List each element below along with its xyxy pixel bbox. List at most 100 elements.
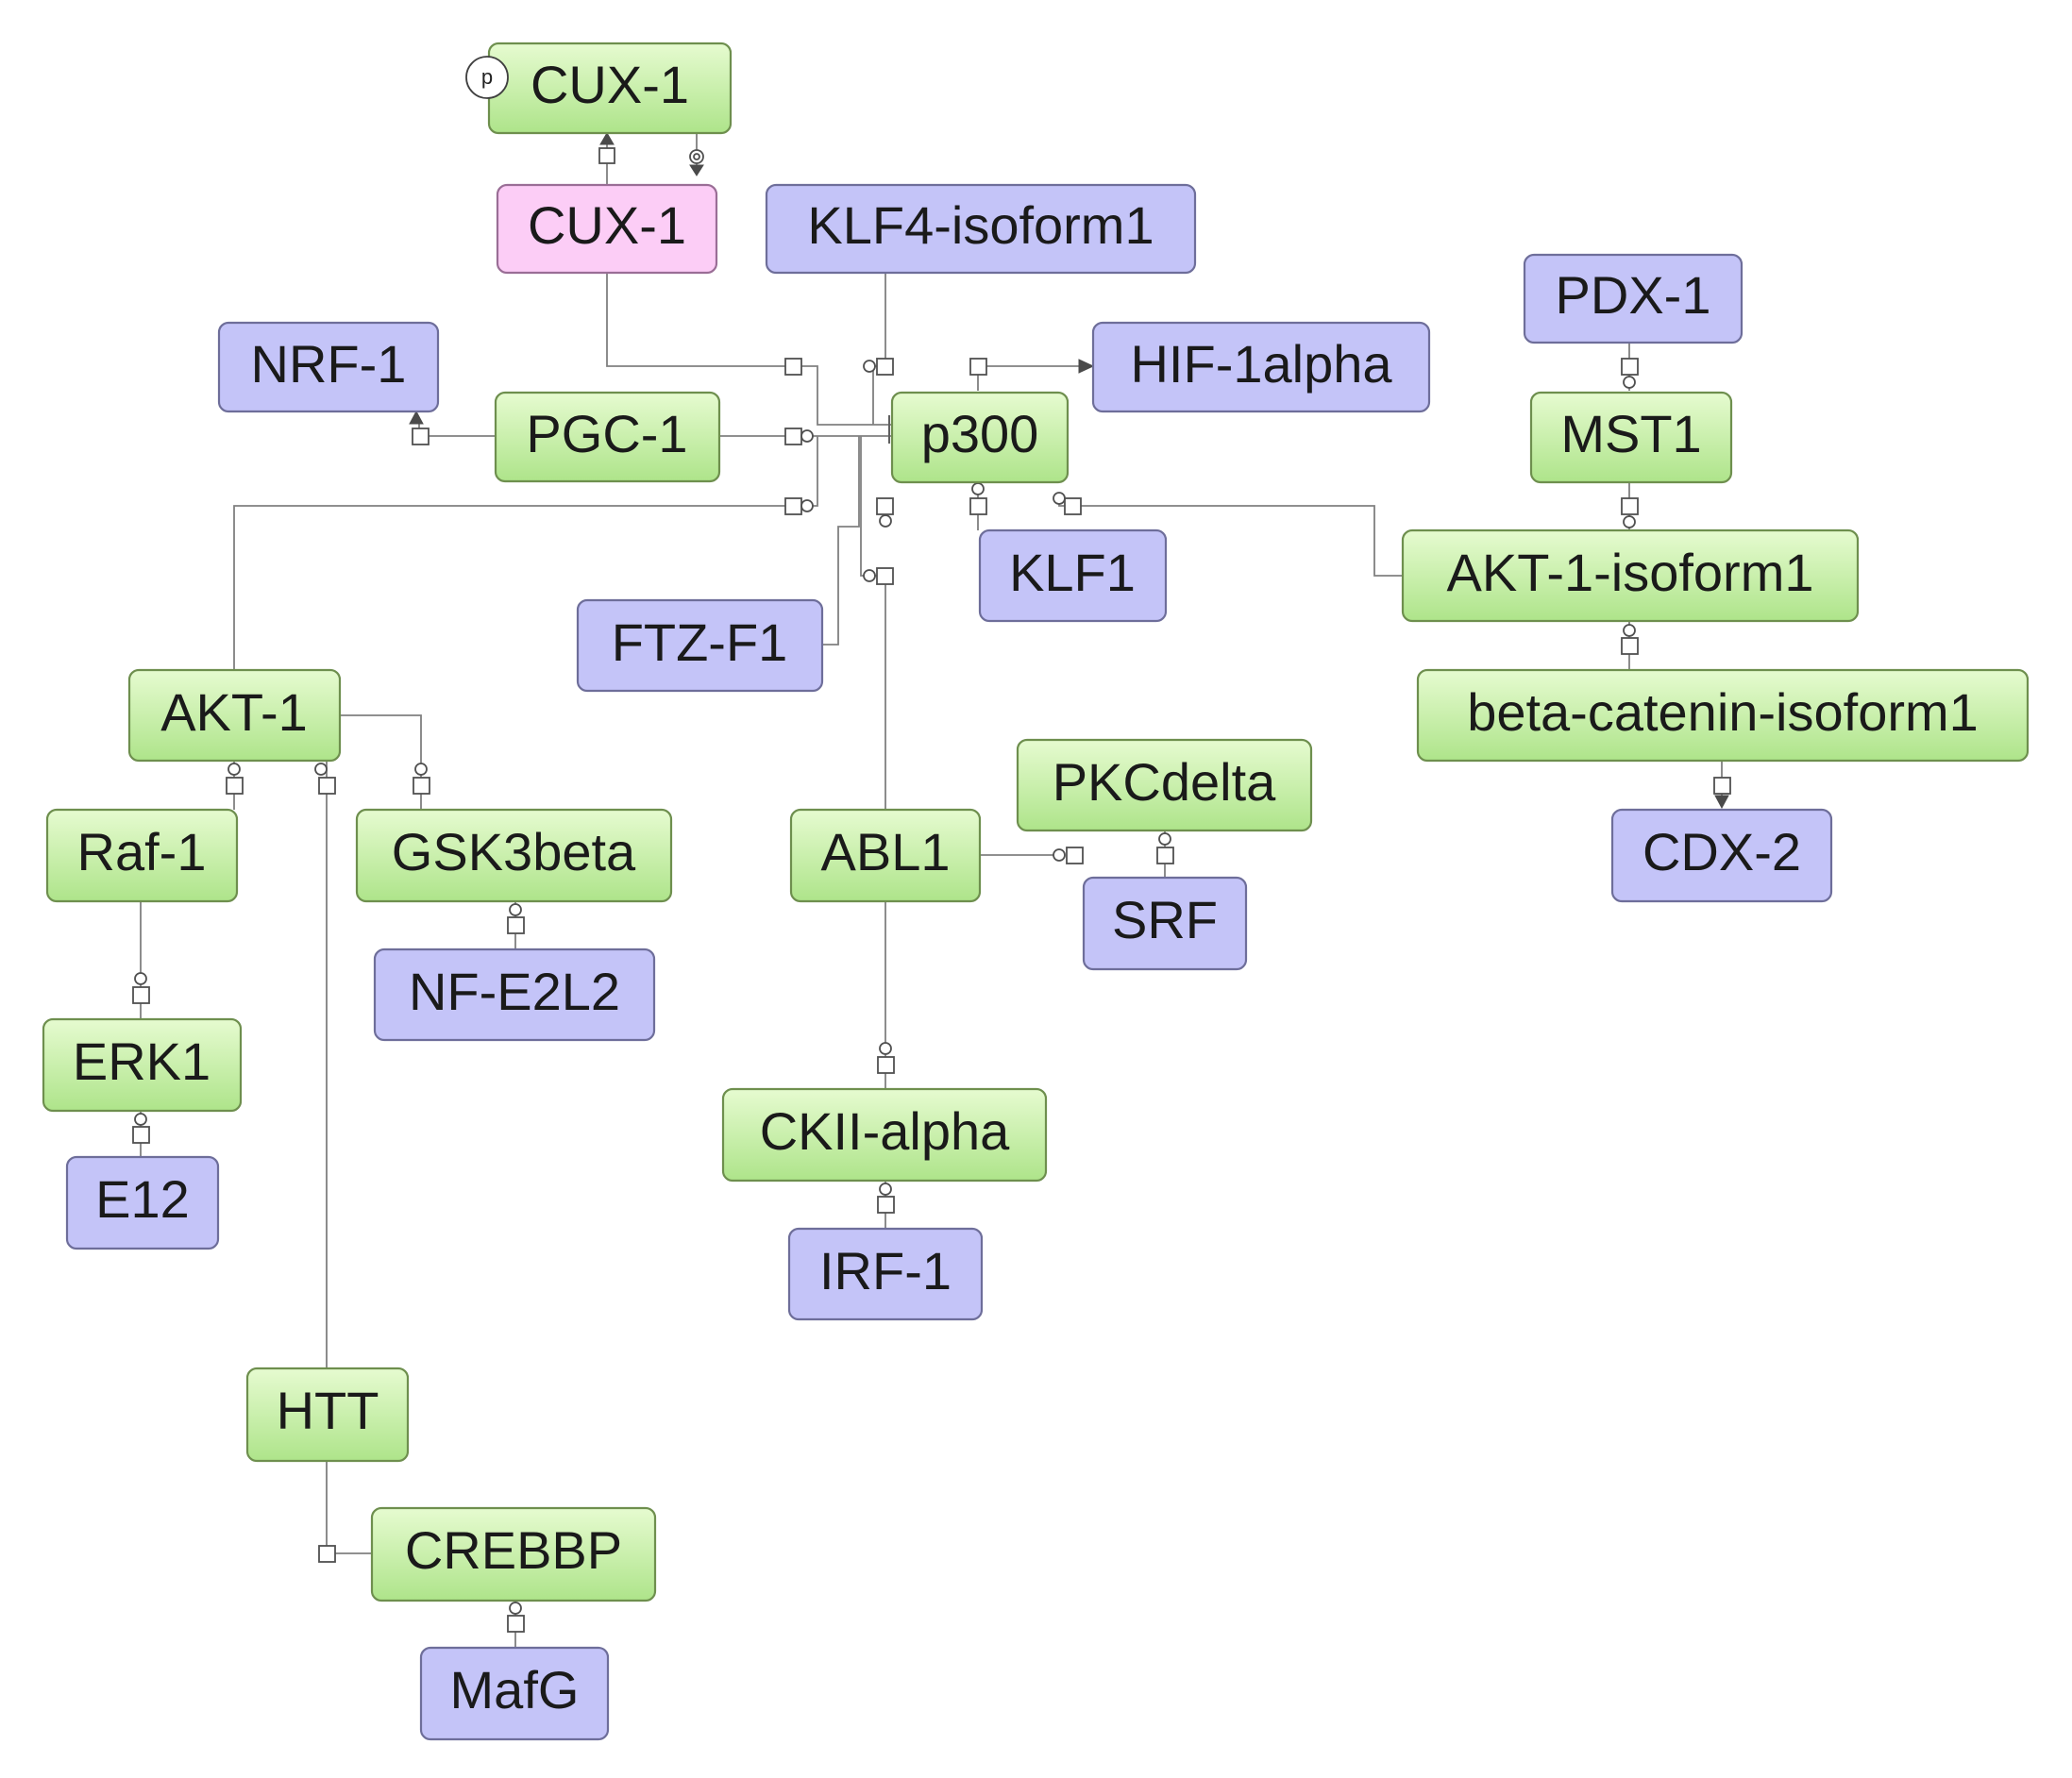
edge-akt1-htt: [319, 760, 328, 1368]
edge-p300-hif1: [977, 365, 1086, 391]
node-pkcdelta[interactable]: PKCdelta: [1016, 738, 1313, 832]
edge-klf4-p300: [872, 273, 886, 425]
node-hif1alpha[interactable]: HIF-1alpha: [1091, 321, 1431, 413]
binding-modifier: [227, 763, 241, 776]
process-node: [1066, 847, 1084, 864]
binding-modifier: [800, 429, 814, 443]
node-label: beta-catenin-isoform1: [1467, 682, 1979, 742]
node-akt1[interactable]: AKT-1: [127, 668, 342, 763]
process-node: [413, 777, 430, 795]
node-p300[interactable]: p300: [890, 391, 1070, 484]
node-mst1[interactable]: MST1: [1529, 391, 1733, 484]
node-label: IRF-1: [819, 1241, 952, 1300]
nodes: CUX-1 p CUX-1 KLF4-isoform1 PDX-1 NRF-1 …: [42, 42, 2030, 1741]
edge-ftzf1-p300: [822, 436, 860, 646]
node-crebbp[interactable]: CREBBP: [370, 1506, 657, 1602]
node-label: FTZ-F1: [612, 612, 788, 672]
binding-modifier: [1623, 624, 1636, 637]
edge-glyphs: [132, 132, 1731, 1633]
node-klf4-isoform1[interactable]: KLF4-isoform1: [765, 183, 1197, 275]
process-node: [969, 358, 987, 376]
binding-modifier: [800, 499, 814, 512]
node-label: ERK1: [73, 1032, 211, 1091]
process-node: [318, 777, 336, 795]
node-klf1[interactable]: KLF1: [978, 528, 1168, 623]
node-label: MafG: [450, 1660, 580, 1719]
node-e12[interactable]: E12: [65, 1155, 220, 1250]
node-cux1-pink[interactable]: CUX-1: [496, 183, 718, 275]
arrowhead: [689, 164, 704, 176]
node-label: NF-E2L2: [409, 962, 620, 1021]
process-node: [1713, 777, 1731, 795]
node-irf1[interactable]: IRF-1: [787, 1227, 984, 1321]
node-label: CKII-alpha: [760, 1101, 1010, 1161]
node-srf[interactable]: SRF: [1082, 876, 1248, 971]
node-label: KLF1: [1009, 543, 1136, 602]
process-node: [132, 986, 150, 1004]
node-beta-catenin-isoform1[interactable]: beta-catenin-isoform1: [1416, 668, 2030, 763]
arrowhead: [1714, 795, 1729, 810]
process-node: [1156, 847, 1174, 864]
catalysis-modifier: [693, 153, 700, 160]
node-label: CREBBP: [405, 1520, 622, 1580]
process-node: [877, 1056, 895, 1074]
node-label: CUX-1: [531, 55, 689, 114]
node-gsk3beta[interactable]: GSK3beta: [355, 808, 673, 903]
node-ckii-alpha[interactable]: CKII-alpha: [721, 1087, 1048, 1183]
node-pgc1[interactable]: PGC-1: [494, 391, 721, 483]
node-label: GSK3beta: [392, 822, 636, 881]
node-nf-e2l2[interactable]: NF-E2L2: [373, 948, 656, 1042]
node-htt[interactable]: HTT: [245, 1367, 410, 1463]
node-label: AKT-1: [160, 682, 308, 742]
binding-modifier: [1053, 848, 1066, 862]
process-node: [784, 497, 802, 515]
node-erk1[interactable]: ERK1: [42, 1017, 243, 1113]
node-label: PKCdelta: [1053, 752, 1276, 812]
node-akt1-isoform1[interactable]: AKT-1-isoform1: [1401, 528, 1860, 623]
process-node: [507, 916, 525, 934]
edge-abl1-p300: [860, 436, 886, 810]
process-node: [1621, 497, 1639, 515]
binding-modifier: [134, 972, 147, 985]
binding-modifier: [314, 763, 328, 776]
process-node: [876, 358, 894, 376]
node-label: AKT-1-isoform1: [1447, 543, 1814, 602]
node-pdx1[interactable]: PDX-1: [1523, 253, 1744, 344]
arrowhead: [409, 410, 424, 425]
process-node: [318, 1545, 336, 1563]
node-mafg[interactable]: MafG: [419, 1646, 610, 1741]
node-nrf1[interactable]: NRF-1: [217, 321, 440, 413]
node-label: HIF-1alpha: [1130, 334, 1392, 394]
node-ftzf1[interactable]: FTZ-F1: [576, 598, 824, 693]
node-label: MST1: [1560, 404, 1701, 463]
binding-modifier: [863, 360, 876, 373]
process-node: [1621, 358, 1639, 376]
node-label: CDX-2: [1642, 822, 1801, 881]
process-node: [412, 428, 430, 445]
process-node: [1621, 637, 1639, 655]
node-label: p300: [921, 404, 1039, 463]
node-raf1[interactable]: Raf-1: [45, 808, 239, 903]
node-cdx2[interactable]: CDX-2: [1610, 808, 1833, 903]
binding-modifier: [879, 514, 892, 528]
node-label: Raf-1: [77, 822, 207, 881]
node-abl1[interactable]: ABL1: [789, 808, 982, 903]
binding-modifier: [879, 1042, 892, 1055]
process-node: [876, 497, 894, 515]
process-node: [877, 1196, 895, 1214]
process-node: [132, 1126, 150, 1144]
node-label: NRF-1: [251, 334, 407, 394]
node-label: SRF: [1112, 890, 1218, 949]
process-node: [784, 428, 802, 445]
arrowhead: [599, 132, 615, 145]
arrowhead: [1078, 359, 1095, 374]
process-node: [969, 497, 987, 515]
node-cux1-phospho[interactable]: CUX-1: [487, 42, 733, 135]
binding-modifier: [1053, 492, 1066, 505]
binding-modifier: [1158, 832, 1171, 846]
binding-modifier: [971, 482, 985, 495]
process-node: [784, 358, 802, 376]
binding-modifier: [509, 903, 522, 916]
process-node: [598, 147, 615, 164]
